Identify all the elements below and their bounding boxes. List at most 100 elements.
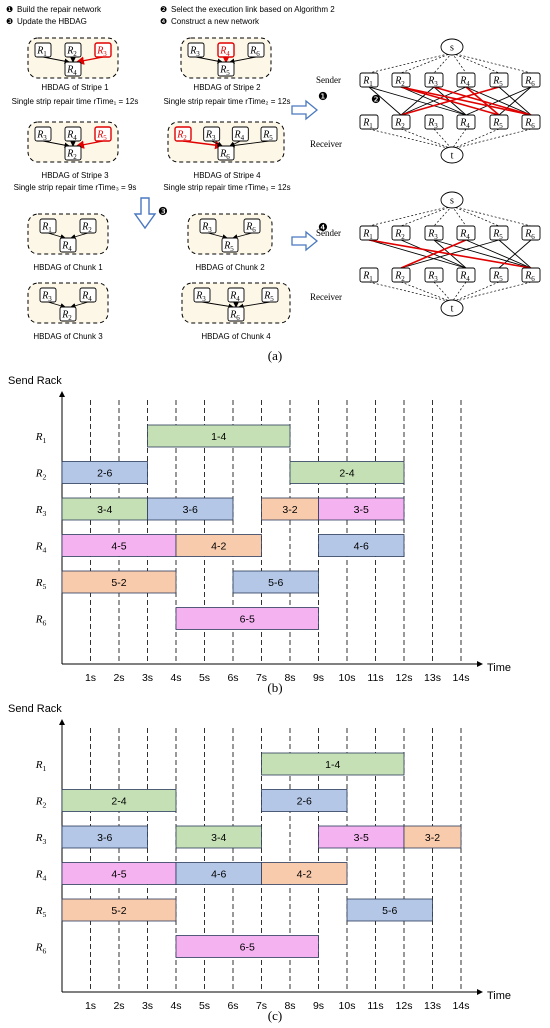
rack-node: R6 <box>247 42 265 59</box>
row-label: R4 <box>35 869 47 883</box>
rack-node: R5 <box>489 225 509 241</box>
tick-label: 7s <box>256 1000 267 1012</box>
task-bar <box>61 825 148 849</box>
task-label: 4-5 <box>111 869 126 881</box>
tick-label: 2s <box>113 672 124 684</box>
dag-edge <box>75 140 104 149</box>
dag-edge <box>75 56 104 65</box>
rack-node-label: R2 <box>394 118 405 131</box>
source-node <box>440 38 464 56</box>
tick-label: 6s <box>227 1000 238 1012</box>
rack-node-label: R6 <box>249 46 260 59</box>
x-axis-title: Time <box>487 990 511 1002</box>
stripe-repair-time: Single strip repair time rTime₂ = 12s <box>163 97 290 106</box>
rack-node: R6 <box>521 267 541 283</box>
rack-node: R5 <box>489 72 509 88</box>
tick-label: 9s <box>313 1000 324 1012</box>
legend-item-1-text: Build the repair network <box>17 5 102 14</box>
sink-link <box>400 281 453 303</box>
rack-node: R1 <box>359 225 379 241</box>
tick-label: 12s <box>396 672 413 684</box>
task-label: 5-2 <box>111 905 126 917</box>
rack-node-label: R6 <box>524 76 535 89</box>
rack-node-label: R1 <box>41 222 52 235</box>
row-label: R4 <box>35 541 47 555</box>
tick-label: 11s <box>367 1000 383 1012</box>
receiver-label: Receiver <box>310 139 342 149</box>
step3-arrow: ❸ <box>133 197 168 230</box>
panel-label-c: (c) <box>268 1008 282 1023</box>
rack-node: R2 <box>59 306 77 323</box>
row-label: R3 <box>35 832 47 846</box>
rack-node-label: R3 <box>201 222 212 235</box>
selected-link <box>400 86 500 116</box>
dag-edge <box>47 301 66 309</box>
source-link <box>400 52 453 74</box>
chunk-title: HBDAG of Chunk 2 <box>195 263 265 272</box>
rack-node-label: R5 <box>492 271 503 284</box>
rack-node-label: R2 <box>394 271 405 284</box>
rack-node-label: R2 <box>61 310 72 323</box>
task-label: 1-4 <box>325 759 340 771</box>
tick-label: 3s <box>142 1000 153 1012</box>
task-bar <box>175 607 319 630</box>
tick-label: 12s <box>396 1000 413 1012</box>
task-bar <box>261 789 348 812</box>
tick-label: 14s <box>453 1000 470 1012</box>
rack-node-label: R4 <box>459 271 470 284</box>
rack-node: R5 <box>221 237 239 253</box>
task-bar <box>261 752 405 776</box>
source-link <box>433 205 453 227</box>
network-link <box>400 86 435 116</box>
sender-label: Sender <box>316 228 341 238</box>
panel-label-b: (b) <box>267 680 282 695</box>
row-label: R6 <box>35 614 47 628</box>
rack-node: R2 <box>64 42 82 59</box>
rack-node: R2 <box>391 225 411 241</box>
tick-label: 10s <box>339 1000 356 1012</box>
task-bar <box>318 497 405 521</box>
network-link <box>498 86 532 116</box>
sink-link <box>451 128 500 150</box>
tick-label: 6s <box>227 672 238 684</box>
rack-node-label: R2 <box>66 46 77 59</box>
tick-label: 3s <box>142 672 153 684</box>
source-label: s <box>450 196 454 207</box>
rack-node-label: R2 <box>176 130 187 143</box>
sink-link <box>368 281 453 303</box>
rack-node: R2 <box>64 145 82 162</box>
task-label: 4-6 <box>211 869 226 881</box>
rack-node: R1 <box>359 267 379 283</box>
task-bar <box>232 570 319 594</box>
selected-link <box>465 86 500 116</box>
task-bar <box>61 789 177 812</box>
receiver-label: Receiver <box>310 292 342 302</box>
task-bar <box>318 534 405 557</box>
step2-marker: ❷ <box>371 94 381 106</box>
rack-node: R4 <box>227 287 245 303</box>
rack-node: R2 <box>79 218 97 234</box>
rack-node-label: R5 <box>96 130 107 143</box>
rack-node: R4 <box>456 72 476 88</box>
sink-link <box>451 281 500 303</box>
task-bar <box>61 570 177 594</box>
task-label: 6-5 <box>240 614 255 626</box>
row-label: R2 <box>35 468 47 482</box>
rack-node: R1 <box>359 114 379 130</box>
rack-node-label: R3 <box>427 118 438 131</box>
row-label: R2 <box>35 796 47 810</box>
rack-node: R4 <box>59 237 77 253</box>
rack-node-label: R3 <box>427 271 438 284</box>
sink-link <box>400 128 453 150</box>
task-label: 2-4 <box>111 796 126 808</box>
network-group: stR1R1R2R2R3R3R4R4R5R5R6R6SenderReceiver… <box>291 38 541 317</box>
rack-node: R5 <box>261 287 279 303</box>
dag-edge <box>42 140 70 148</box>
stripe-repair-time: Single strip repair time rTime₃ = 12s <box>163 183 290 192</box>
row-label: R1 <box>35 759 47 773</box>
tick-label: 1s <box>85 672 96 684</box>
rack-node-label: R2 <box>66 149 77 162</box>
